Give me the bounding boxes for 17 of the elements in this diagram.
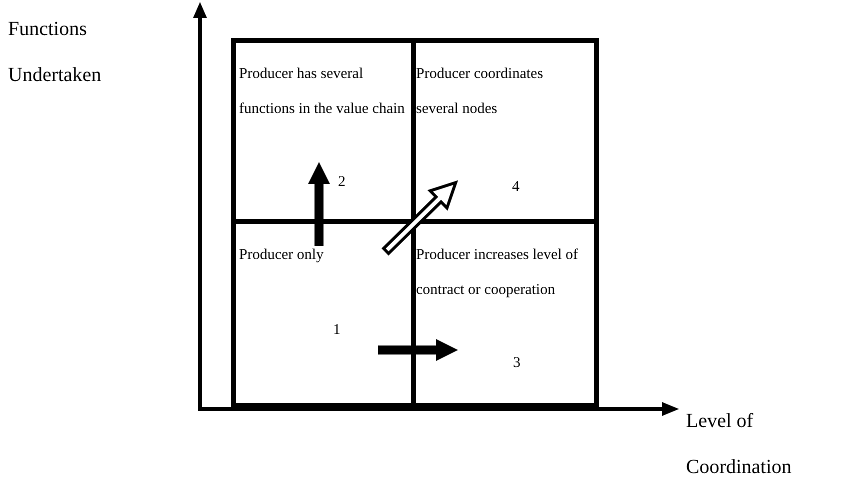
quadrant-description: Producer has several functions in the value chain [239,65,406,119]
quadrant-box [416,38,599,224]
quadrant-box [231,224,416,408]
quadrant-description: Producer increases level of contract or cooperation [416,246,580,300]
arrow [382,181,458,256]
axis-label: Functions Undertaken [8,17,102,88]
quadrant-box [416,224,599,408]
quadrant-box [231,38,416,224]
quadrant-description: Producer only [239,246,325,265]
quadrant-number: 4 [512,178,520,196]
quadrant-number: 1 [333,321,340,339]
arrow [308,162,330,246]
quadrant-description: Producer coordinates several nodes [416,65,544,119]
quadrant-number: 2 [338,173,346,191]
axis-label: Level of Coordination [686,409,793,480]
arrow [378,339,458,361]
quadrant-number: 3 [513,354,520,372]
